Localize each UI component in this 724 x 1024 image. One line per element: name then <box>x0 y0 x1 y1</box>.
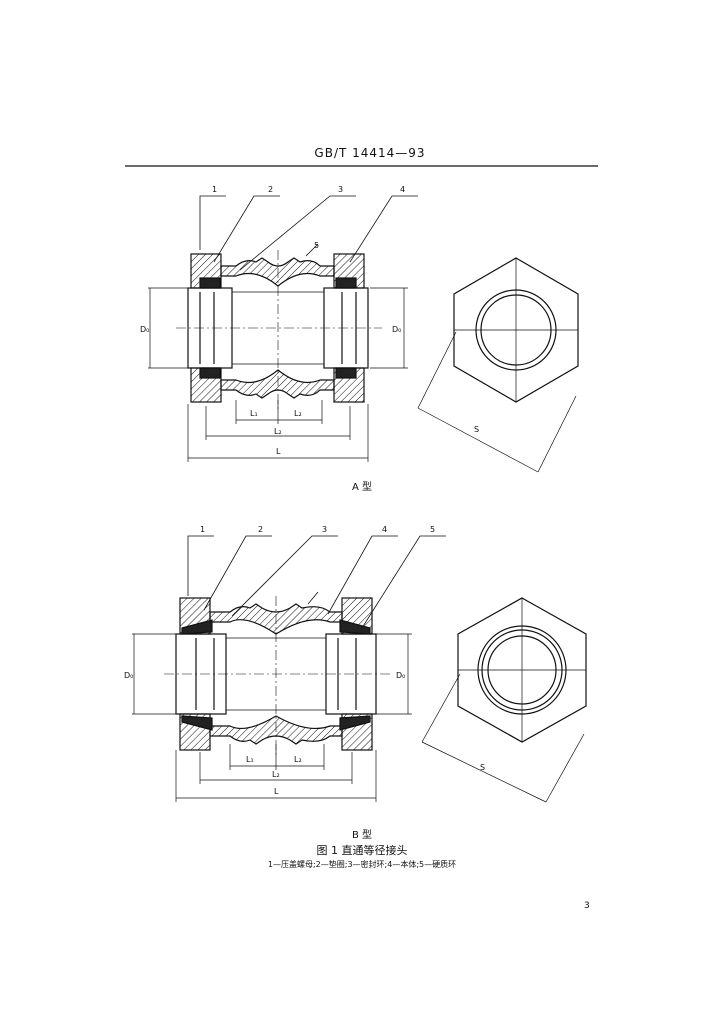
dim-a-l2: L₂ <box>294 409 302 418</box>
type-a-seal-left-bottom <box>199 367 221 379</box>
callout-a-4: 4 <box>400 185 405 194</box>
dim-b-l2: L₂ <box>294 755 302 764</box>
callout-a-1: 1 <box>212 185 217 194</box>
type-a-right-nut-bottom <box>333 367 365 403</box>
dim-a-l-mid: L₂ <box>274 427 282 436</box>
callout-b-3: 3 <box>322 525 327 534</box>
type-b-leaders <box>187 535 446 629</box>
dim-a-l1: L₁ <box>250 409 258 418</box>
dim-b-d0-right: D₀ <box>396 671 405 680</box>
type-a-bore <box>480 294 552 366</box>
type-a-outer-ring <box>475 289 557 371</box>
page-number: 3 <box>584 901 590 911</box>
callout-b-2: 2 <box>258 525 263 534</box>
standard-number: GB/T 14414—93 <box>314 146 426 160</box>
dim-a-l-total: L <box>276 447 281 456</box>
type-b-outer-ring <box>477 625 567 715</box>
type-b-seal-left-top <box>181 619 213 635</box>
dim-a-s: S <box>474 425 479 434</box>
type-a-label: A 型 <box>351 482 373 493</box>
type-a-body-bottom <box>220 369 335 399</box>
dim-a-d0-right: D₀ <box>392 325 401 334</box>
type-a-body-top <box>220 257 335 287</box>
dim-b-d0-left: D₀ <box>124 671 133 680</box>
callout-b-4: 4 <box>382 525 387 534</box>
type-b-bore <box>487 635 557 705</box>
dim-a-d0-left: D₀ <box>140 325 149 334</box>
dim-b-l-total: L <box>274 787 279 796</box>
type-a-dimensions <box>148 287 408 462</box>
type-b-hard-ring <box>481 629 563 711</box>
dim-b-l-mid: L₂ <box>272 770 280 779</box>
dim-b-l1: L₁ <box>246 755 254 764</box>
type-a-hex-view <box>417 257 579 473</box>
type-b-hex-view <box>421 597 587 803</box>
type-a-seal-right-bottom <box>335 367 357 379</box>
dim-b-s: S <box>480 763 485 772</box>
callout-b-1: 1 <box>200 525 205 534</box>
type-b-seal-right-bottom <box>339 715 371 731</box>
callout-b-5: 5 <box>430 525 435 534</box>
callout-a-2: 2 <box>268 185 273 194</box>
type-b-label: B 型 <box>351 830 373 841</box>
type-a-seal-right-top <box>335 277 357 289</box>
type-b-seal-left-bottom <box>181 715 213 731</box>
drawing-labels: 1 2 3 4 5 1 2 3 4 5 D₀ D₀ L₁ L₂ L₂ L S D… <box>124 185 485 796</box>
type-a-seal-left-top <box>199 277 221 289</box>
fitting-type-b-section <box>164 596 392 756</box>
figure-caption: 图 1 直通等径接头 <box>316 844 408 857</box>
type-a-leaders <box>199 195 418 271</box>
figure-legend: 1—压盖螺母;2—垫圈;3—密封环;4—本体;5—硬质环 <box>267 860 457 869</box>
type-b-dimensions <box>132 633 412 802</box>
fitting-type-a-section <box>176 250 382 410</box>
callout-a-5: 5 <box>314 241 319 250</box>
callout-a-3: 3 <box>338 185 343 194</box>
